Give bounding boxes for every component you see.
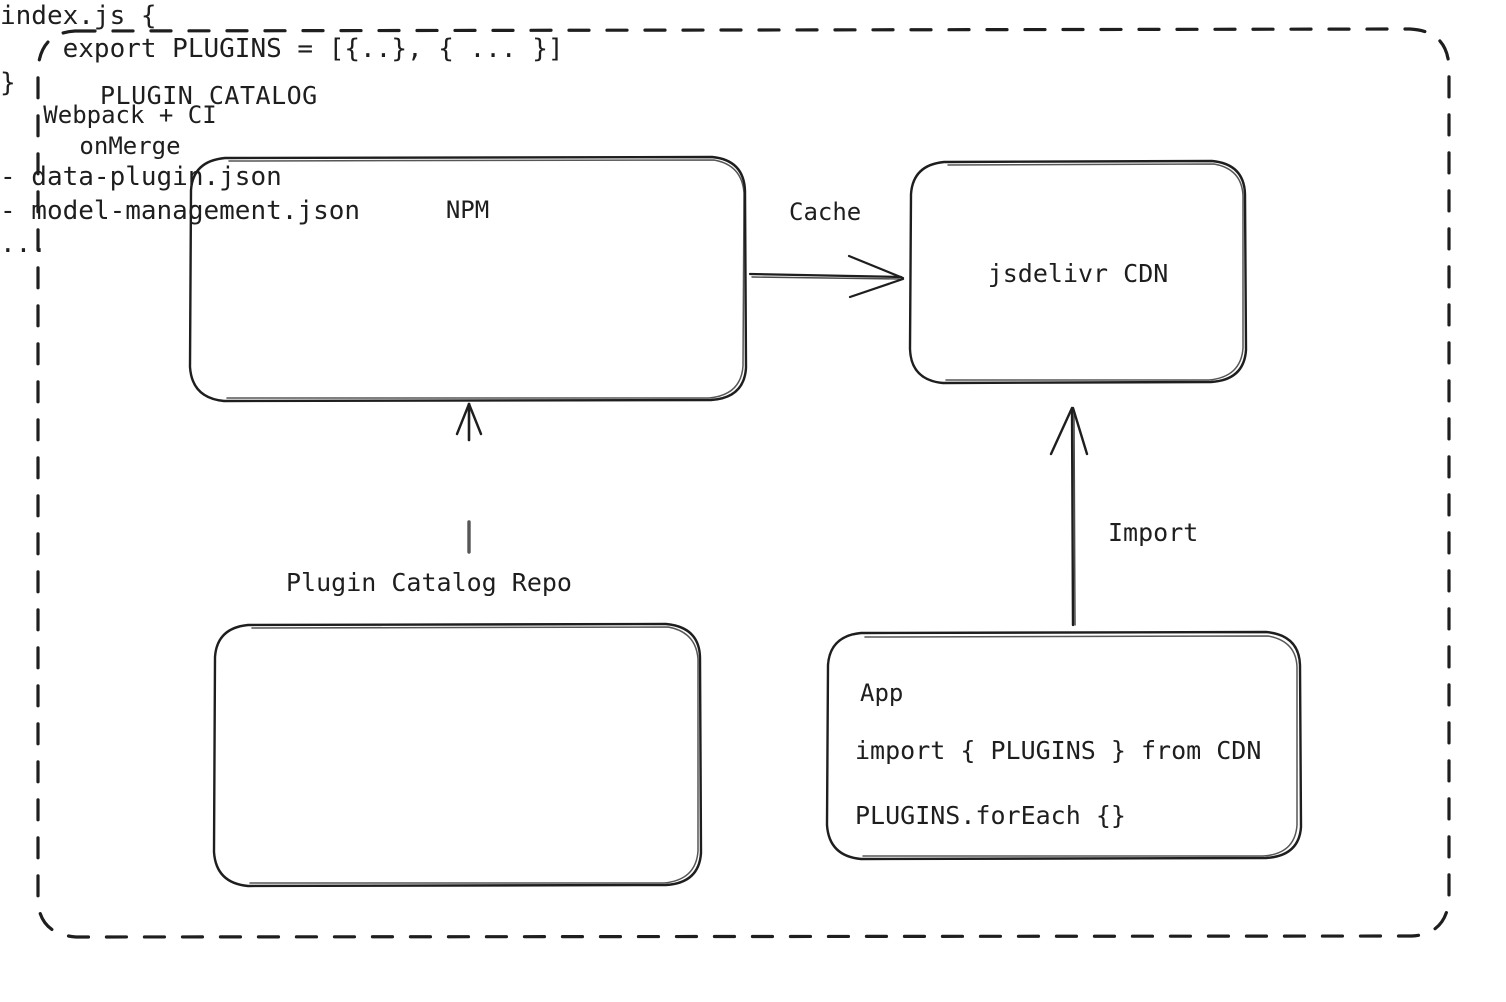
npm-code-line-3: } [0, 67, 16, 98]
arrow-app-to-cdn [1049, 406, 1089, 627]
npm-node-title: NPM [445, 196, 490, 224]
edge-label-webpack-ci-line-2: onMerge [79, 131, 181, 160]
repo-file-item-2: - model-management.json [0, 195, 361, 226]
arrow-npm-to-cdn [748, 254, 905, 299]
edge-label-webpack-ci: Webpack + CI onMerge [0, 100, 260, 161]
npm-code-block: index.js { export PLUGINS = [{..}, { ...… [0, 0, 1506, 100]
edge-label-cache: Cache [789, 198, 862, 226]
repo-box-border [212, 622, 703, 888]
repo-node-caption: Plugin Catalog Repo [286, 568, 572, 597]
npm-code-line-2: export PLUGINS = [{..}, { ... }] [0, 34, 564, 65]
plugin-catalog-title: PLUGIN CATALOG [100, 81, 318, 110]
npm-code-line-1: index.js { [0, 1, 157, 31]
app-code-line-1: import { PLUGINS } from CDN [855, 736, 1262, 765]
repo-file-item-1: - data-plugin.json [0, 162, 282, 193]
repo-box-border-sketch2 [249, 626, 699, 884]
edge-label-import: Import [1108, 518, 1199, 547]
app-node-title: App [860, 679, 904, 707]
repo-file-item-3: ... [0, 228, 47, 259]
arrow-repo-to-npm [455, 402, 483, 554]
repo-file-list: - data-plugin.json - model-management.js… [0, 161, 1506, 261]
app-code-line-2: PLUGINS.forEach {} [855, 801, 1126, 830]
cdn-node-title: jsdelivr CDN [987, 259, 1169, 288]
edge-label-webpack-ci-line-1: Webpack + CI [43, 100, 217, 129]
